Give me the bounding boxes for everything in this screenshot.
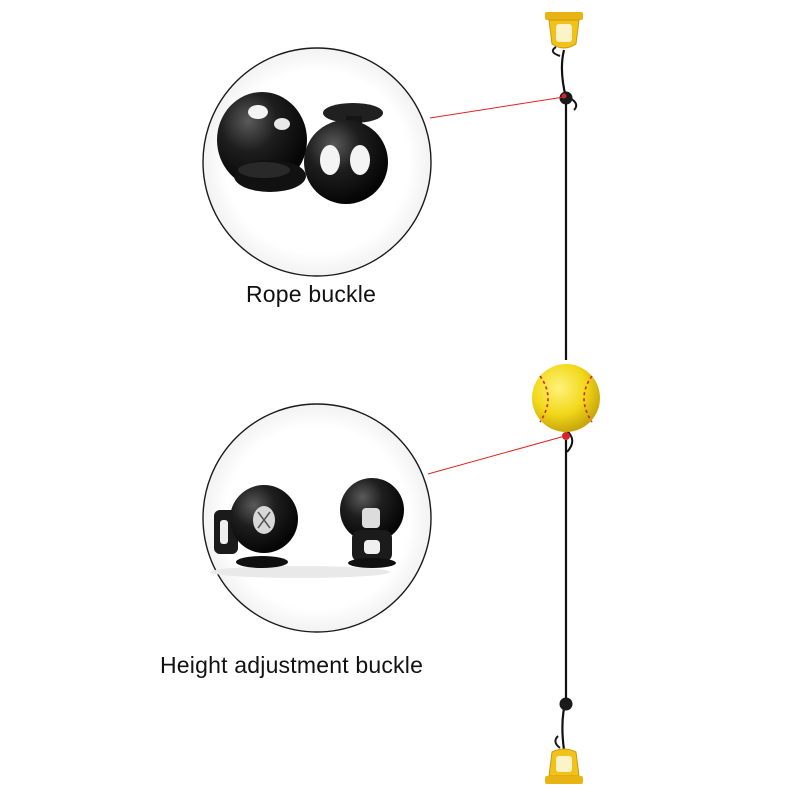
- top-suction-cup-icon: [545, 12, 583, 57]
- rope-buckle-left-icon: [217, 92, 307, 192]
- height-buckle-detail-circle: [202, 403, 432, 633]
- height-buckle-left-icon: [214, 485, 298, 568]
- rope-buckle-right-icon: [304, 103, 388, 204]
- height-buckle-marker: [562, 432, 570, 440]
- height-buckle-right-icon: [340, 478, 404, 568]
- bottom-suction-cup-icon: [545, 735, 583, 784]
- baseball-icon: [532, 364, 600, 432]
- rope-buckle-marker: [559, 91, 573, 105]
- height-buckle-caption: Height adjustment buckle: [160, 652, 424, 678]
- rope-buckle-pointer-line: [429, 96, 565, 119]
- rope-buckle-detail-circle: [202, 47, 432, 277]
- bottom-buckle: [559, 697, 573, 711]
- height-buckle-pointer-line: [427, 435, 566, 475]
- rope-buckle-caption: Rope buckle: [246, 281, 377, 307]
